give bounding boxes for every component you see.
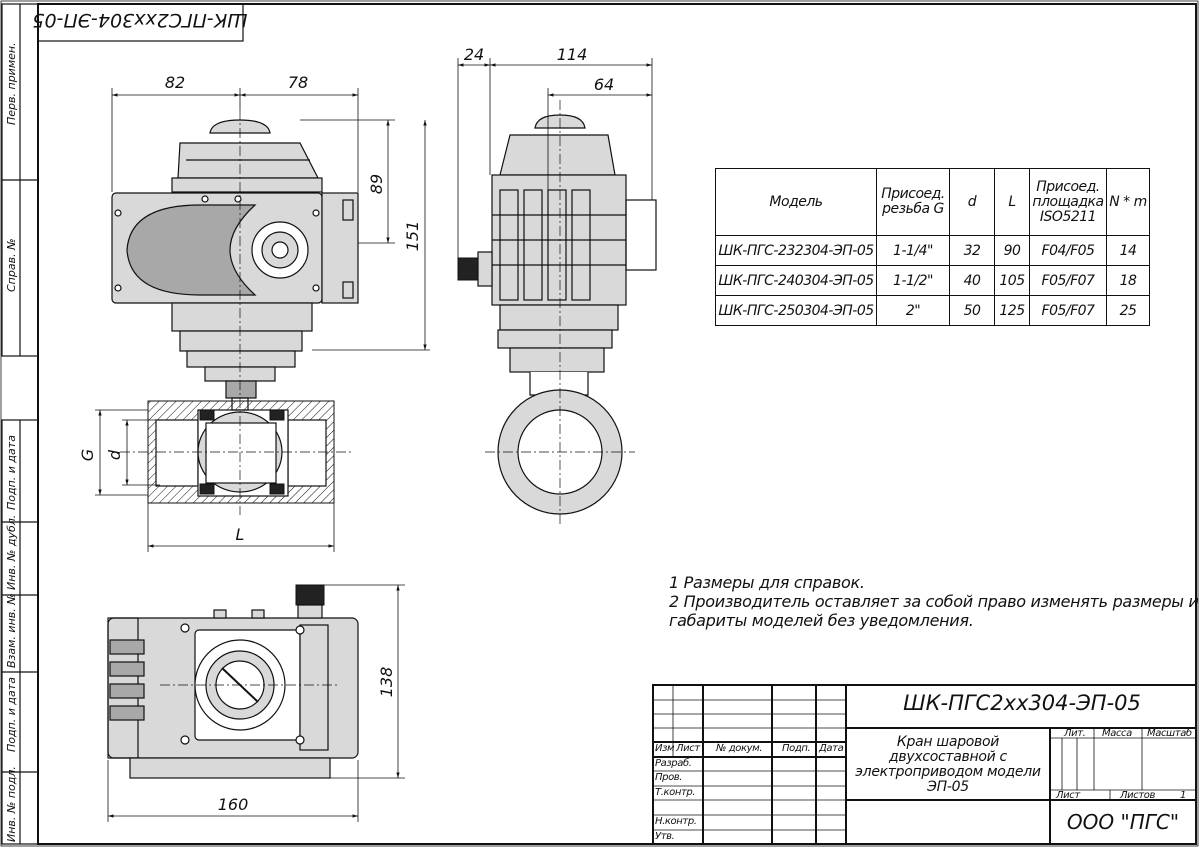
dim-160: 160: [218, 795, 249, 814]
strip-inv-podl: Инв. № подл.: [5, 766, 18, 842]
col-l: L: [994, 168, 1030, 236]
tb-masshtab: Масштаб: [1147, 728, 1192, 739]
tb-col-doc: № докум.: [716, 743, 763, 754]
cell-torque: 25: [1106, 295, 1150, 326]
title-block-organization: ООО "ПГС": [1066, 810, 1180, 834]
note-2: 2 Производитель оставляет за собой право…: [669, 592, 1199, 611]
table-row: ШК-ПГС-250304-ЭП-05 2" 50 125 F05/F07 25: [715, 295, 1150, 326]
title-block-grid: [652, 684, 1197, 845]
dim-138: 138: [377, 667, 396, 698]
cell-d: 50: [949, 295, 995, 326]
tb-row-nkontr: Н.контр.: [655, 816, 697, 827]
dim-82: 82: [165, 73, 185, 92]
cell-d: 40: [949, 265, 995, 296]
left-strip: [1, 3, 39, 845]
dim-78: 78: [288, 73, 308, 92]
dim-24: 24: [464, 45, 484, 64]
cell-iso: F05/F07: [1029, 265, 1107, 296]
strip-perv-primen: Перв. примен.: [5, 42, 18, 125]
note-1: 1 Размеры для справок.: [669, 573, 865, 592]
tb-col-list: Лист: [676, 743, 700, 754]
cell-torque: 14: [1106, 235, 1150, 266]
col-iso: Присоед. площадка ISO5211: [1029, 168, 1107, 236]
front-view: [111, 110, 359, 515]
cell-l: 105: [994, 265, 1030, 296]
side-dimension-lines: [457, 58, 653, 258]
cell-iso: F05/F07: [1029, 295, 1107, 326]
parameters-table: Модель Присоед. резьба G d L Присоед. пл…: [715, 168, 1150, 326]
col-model: Модель: [715, 168, 877, 236]
cell-d: 32: [949, 235, 995, 266]
dim-g: G: [78, 449, 97, 461]
top-dimension-lines: [107, 584, 405, 822]
tb-lit: Лит.: [1064, 728, 1086, 739]
tb-col-date: Дата: [819, 743, 844, 754]
cell-l: 90: [994, 235, 1030, 266]
dim-d: d: [105, 449, 124, 460]
cell-model: ШК-ПГС-250304-ЭП-05: [715, 295, 877, 326]
table-row: ШК-ПГС-232304-ЭП-05 1-1/4" 32 90 F04/F05…: [715, 235, 1150, 266]
front-dimension-lines: [95, 88, 430, 552]
cell-model: ШК-ПГС-240304-ЭП-05: [715, 265, 877, 296]
tb-listov: Листов: [1120, 790, 1155, 801]
stamp-code: ШК-ПГС2хх304-ЭП-05: [32, 9, 247, 31]
notes: 1 Размеры для справок. 2 Производитель о…: [669, 573, 1199, 630]
tb-row-utv: Утв.: [655, 831, 675, 842]
cell-l: 125: [994, 295, 1030, 326]
col-thread: Присоед. резьба G: [876, 168, 950, 236]
col-d: d: [949, 168, 995, 236]
strip-sprav-no: Справ. №: [5, 238, 18, 292]
tb-col-izm: Изм: [655, 743, 675, 754]
dim-151: 151: [403, 221, 422, 252]
title-block-code: ШК-ПГС2хх304-ЭП-05: [903, 691, 1141, 715]
dim-l: L: [236, 525, 245, 544]
dim-114: 114: [557, 45, 588, 64]
title-block-name: Кран шаровой двухсоставной с электроприв…: [855, 734, 1041, 795]
col-torque: N * m: [1106, 168, 1150, 236]
cell-model: ШК-ПГС-232304-ЭП-05: [715, 235, 877, 266]
stamp-box: [37, 3, 244, 42]
dim-64: 64: [594, 75, 614, 94]
strip-inv-dubl: Инв. № дубл.: [5, 515, 18, 590]
cell-torque: 18: [1106, 265, 1150, 296]
tb-row-tkontr: Т.контр.: [655, 787, 696, 798]
tb-massa: Масса: [1102, 728, 1132, 739]
cell-thread: 1-1/4": [876, 235, 950, 266]
note-2-cont: габариты моделей без уведомления.: [669, 611, 974, 630]
side-view: [457, 100, 657, 525]
cell-thread: 1-1/2": [876, 265, 950, 296]
top-view: [107, 584, 359, 779]
tb-row-prov: Пров.: [655, 772, 683, 783]
dim-89: 89: [367, 174, 386, 194]
strip-podp-data-2: Подп. и дата: [5, 677, 18, 752]
strip-vzam-inv: Взам. инв. №: [5, 593, 18, 668]
tb-list: Лист: [1056, 790, 1080, 801]
cell-thread: 2": [876, 295, 950, 326]
tb-row-razrab: Разраб.: [655, 758, 692, 769]
table-header-row: Модель Присоед. резьба G d L Присоед. пл…: [715, 168, 1150, 236]
cell-iso: F04/F05: [1029, 235, 1107, 266]
tb-col-sign: Подп.: [782, 743, 811, 754]
table-row: ШК-ПГС-240304-ЭП-05 1-1/2" 40 105 F05/F0…: [715, 265, 1150, 296]
strip-podp-data-1: Подп. и дата: [5, 435, 18, 510]
tb-listov-value: 1: [1180, 790, 1186, 801]
